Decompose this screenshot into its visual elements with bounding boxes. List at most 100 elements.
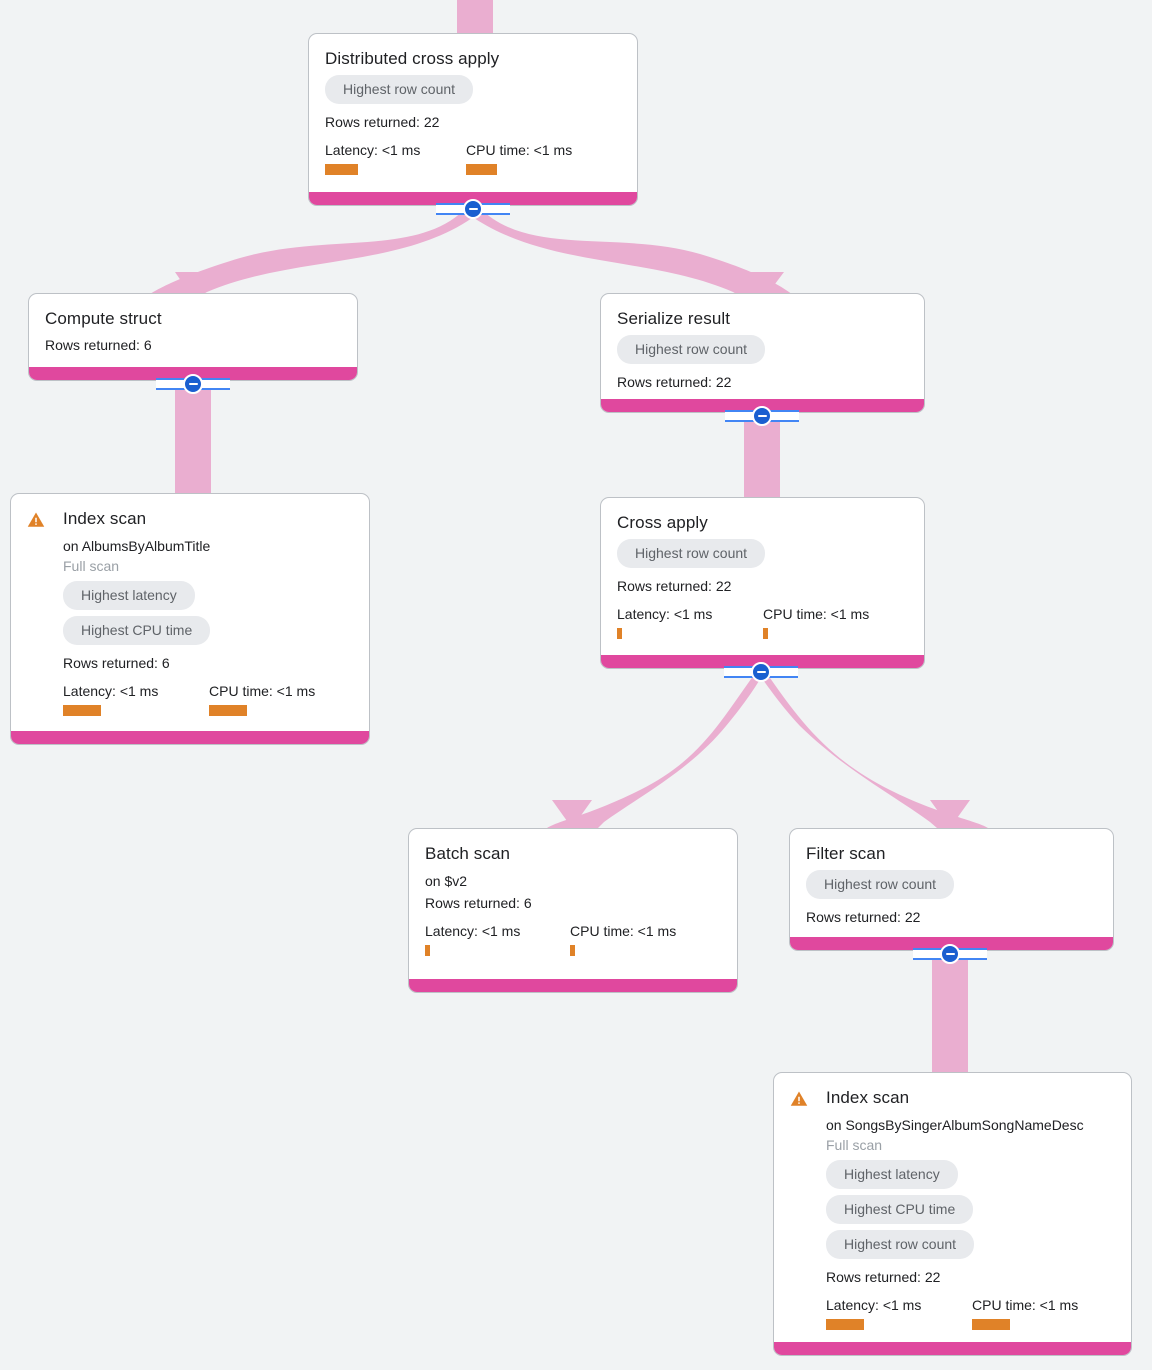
node-badges: Highest row count	[617, 539, 908, 568]
metric-latency-bar	[63, 705, 101, 716]
node-content: Distributed cross apply Highest row coun…	[325, 48, 621, 205]
edge-filter-scan-to-index-scan	[932, 952, 968, 1074]
warning-triangle-icon	[27, 511, 45, 529]
node-content: Index scan on AlbumsByAlbumTitle Full sc…	[27, 508, 353, 744]
metric-cpu-label: CPU time: <1 ms	[466, 142, 573, 158]
node-subtitle: on AlbumsByAlbumTitle	[63, 538, 211, 554]
plan-node-filter-scan[interactable]: Filter scan Highest row count Rows retur…	[789, 828, 1114, 951]
node-body: Index scan on AlbumsByAlbumTitle Full sc…	[63, 508, 353, 716]
metric-cpu-label: CPU time: <1 ms	[763, 606, 870, 622]
rows-returned: Rows returned: 6	[45, 337, 152, 353]
metric-latency-bar-track	[325, 164, 466, 175]
collapse-toggle-filter-scan[interactable]	[913, 943, 987, 965]
node-badges: Highest row count	[325, 75, 621, 104]
plan-node-distributed-cross-apply[interactable]: Distributed cross apply Highest row coun…	[308, 33, 638, 206]
metric-latency-bar	[425, 945, 430, 956]
minus-icon[interactable]	[940, 944, 960, 964]
node-content: Index scan on SongsBySingerAlbumSongName…	[790, 1087, 1115, 1355]
metric-cpu-time: CPU time: <1 ms	[466, 141, 572, 175]
collapse-toggle-distributed-cross-apply[interactable]	[436, 198, 510, 220]
plan-node-batch-scan[interactable]: Batch scan on $v2 Rows returned: 6 Laten…	[408, 828, 738, 993]
plan-node-serialize-result[interactable]: Serialize result Highest row count Rows …	[600, 293, 925, 413]
node-badges: Highest latency Highest CPU time	[63, 581, 353, 645]
node-badges: Highest row count	[617, 335, 908, 364]
metric-latency: Latency: <1 ms	[325, 141, 466, 175]
node-title: Index scan	[63, 509, 147, 528]
metric-cpu-time: CPU time: <1 ms	[570, 922, 676, 956]
metric-cpu-bar-track	[209, 705, 315, 716]
metric-latency: Latency: <1 ms	[63, 682, 209, 716]
node-content: Filter scan Highest row count Rows retur…	[806, 843, 1097, 950]
node-title: Compute struct	[45, 309, 162, 328]
minus-icon[interactable]	[752, 406, 772, 426]
metric-cpu-time: CPU time: <1 ms	[763, 605, 869, 639]
metric-cpu-label: CPU time: <1 ms	[209, 683, 316, 699]
metric-cpu-bar-track	[466, 164, 572, 175]
minus-icon[interactable]	[463, 199, 483, 219]
metric-latency-bar	[826, 1319, 864, 1330]
node-body: Distributed cross apply Highest row coun…	[325, 48, 621, 175]
metric-cpu-time: CPU time: <1 ms	[209, 682, 315, 716]
node-body: Index scan on SongsBySingerAlbumSongName…	[826, 1087, 1115, 1330]
metric-cpu-label: CPU time: <1 ms	[570, 923, 677, 939]
plan-node-index-scan-songs[interactable]: Index scan on SongsBySingerAlbumSongName…	[773, 1072, 1132, 1356]
metric-cpu-bar-track	[972, 1319, 1078, 1330]
edge-arrow-batch-scan	[552, 800, 592, 828]
node-metrics: Latency: <1 ms CPU time: <1 ms	[826, 1296, 1115, 1330]
metric-latency-label: Latency: <1 ms	[617, 606, 713, 622]
metric-latency: Latency: <1 ms	[617, 605, 763, 639]
collapse-toggle-compute-struct[interactable]	[156, 373, 230, 395]
minus-icon[interactable]	[183, 374, 203, 394]
rows-returned: Rows returned: 22	[826, 1269, 941, 1285]
badge-highest-row-count: Highest row count	[826, 1230, 975, 1259]
node-metrics: Latency: <1 ms CPU time: <1 ms	[325, 141, 621, 175]
metric-cpu-bar	[972, 1319, 1010, 1330]
badge-highest-cpu-time: Highest CPU time	[63, 616, 211, 645]
node-body: Compute struct Rows returned: 6	[45, 308, 341, 355]
node-title: Serialize result	[617, 309, 731, 328]
node-subtitle: on SongsBySingerAlbumSongNameDesc	[826, 1117, 1084, 1133]
metric-latency-bar	[325, 164, 358, 175]
plan-node-cross-apply[interactable]: Cross apply Highest row count Rows retur…	[600, 497, 925, 669]
badge-highest-latency: Highest latency	[826, 1160, 958, 1189]
metric-latency-label: Latency: <1 ms	[826, 1297, 922, 1313]
metric-latency: Latency: <1 ms	[826, 1296, 972, 1330]
metric-cpu-bar	[570, 945, 575, 956]
plan-node-compute-struct[interactable]: Compute struct Rows returned: 6	[28, 293, 358, 381]
badge-highest-latency: Highest latency	[63, 581, 195, 610]
node-body: Cross apply Highest row count Rows retur…	[617, 512, 908, 639]
node-metrics: Latency: <1 ms CPU time: <1 ms	[425, 922, 721, 956]
metric-latency-label: Latency: <1 ms	[63, 683, 159, 699]
node-badges: Highest latency Highest CPU time Highest…	[826, 1160, 1115, 1259]
badge-highest-row-count: Highest row count	[325, 75, 474, 104]
node-title: Index scan	[826, 1088, 910, 1107]
node-title: Filter scan	[806, 844, 886, 863]
node-accent-bar	[774, 1342, 1131, 1355]
collapse-toggle-cross-apply[interactable]	[724, 661, 798, 683]
metric-cpu-bar-track	[763, 628, 869, 639]
node-title: Distributed cross apply	[325, 49, 500, 68]
node-scan-type: Full scan	[826, 1137, 883, 1153]
metric-latency-bar-track	[617, 628, 763, 639]
node-accent-bar	[11, 731, 369, 744]
edge-compute-struct-to-index-scan	[175, 382, 211, 496]
collapse-toggle-serialize-result[interactable]	[725, 405, 799, 427]
rows-returned: Rows returned: 22	[617, 374, 732, 390]
badge-highest-row-count: Highest row count	[617, 335, 766, 364]
node-metrics: Latency: <1 ms CPU time: <1 ms	[63, 682, 353, 716]
metric-latency: Latency: <1 ms	[425, 922, 570, 956]
metric-cpu-time: CPU time: <1 ms	[972, 1296, 1078, 1330]
rows-returned: Rows returned: 22	[617, 578, 732, 594]
node-content: Batch scan on $v2 Rows returned: 6 Laten…	[425, 843, 721, 992]
minus-icon[interactable]	[751, 662, 771, 682]
edge-cross-apply-to-batch-scan	[547, 672, 762, 828]
node-metrics: Latency: <1 ms CPU time: <1 ms	[617, 605, 908, 639]
plan-node-index-scan-albums[interactable]: Index scan on AlbumsByAlbumTitle Full sc…	[10, 493, 370, 745]
edge-root-to-serialize-result	[474, 206, 798, 300]
rows-returned: Rows returned: 22	[806, 909, 921, 925]
metric-cpu-bar	[209, 705, 247, 716]
node-accent-bar	[409, 979, 737, 992]
node-title: Cross apply	[617, 513, 708, 532]
node-body: Filter scan Highest row count Rows retur…	[806, 843, 1097, 927]
